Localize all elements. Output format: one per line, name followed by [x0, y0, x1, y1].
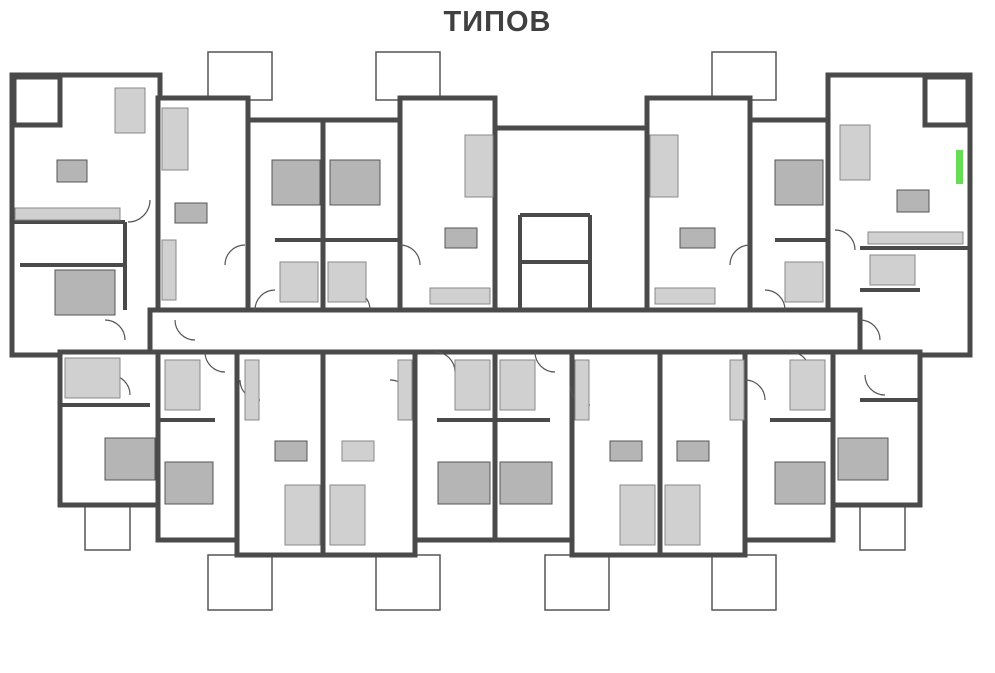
- bathroom-fixtures: [784, 261, 824, 303]
- bed: [499, 461, 553, 505]
- bathroom-fixtures: [789, 359, 826, 411]
- sofa: [664, 484, 701, 546]
- kitchen-counter: [729, 359, 745, 421]
- bed: [54, 269, 116, 316]
- bathroom-fixtures: [454, 359, 491, 411]
- dining-table: [609, 440, 643, 462]
- dining-table: [56, 159, 88, 183]
- bed: [164, 461, 214, 505]
- balconies: [84, 51, 906, 611]
- kitchen-counter: [14, 207, 121, 221]
- loggia-right: [922, 74, 971, 128]
- bathroom-fixtures: [64, 357, 121, 399]
- dining-table: [444, 227, 478, 249]
- dining-table: [174, 202, 208, 224]
- sofa: [839, 124, 871, 181]
- furniture: [14, 87, 964, 546]
- bed: [329, 159, 381, 206]
- bathroom-fixtures: [499, 359, 536, 411]
- dining-table: [341, 440, 375, 462]
- kitchen-counter: [574, 359, 590, 421]
- stair-core: [492, 125, 650, 313]
- sofa: [329, 484, 366, 546]
- bathroom-fixtures: [164, 359, 201, 411]
- loggia-left: [11, 74, 63, 128]
- kitchen-counter: [867, 231, 964, 245]
- corridor: [150, 310, 860, 352]
- bed: [774, 461, 826, 505]
- bathroom-fixtures: [869, 254, 916, 286]
- dining-table: [676, 440, 710, 462]
- kitchen-counter: [397, 359, 413, 421]
- sofa: [649, 134, 679, 198]
- bathroom-fixtures: [279, 261, 319, 303]
- bed: [837, 437, 889, 481]
- bed: [774, 159, 824, 206]
- green-marker: [956, 150, 963, 184]
- floor-plan-title: ТИПОВ: [443, 6, 552, 38]
- bed: [437, 461, 491, 505]
- bed: [104, 437, 156, 481]
- sofa: [619, 484, 656, 546]
- dining-table: [896, 189, 930, 213]
- kitchen-counter: [429, 287, 491, 305]
- dining-table: [274, 440, 308, 462]
- bed: [271, 159, 321, 206]
- dining-table: [679, 227, 716, 249]
- sofa: [284, 484, 321, 546]
- sofa: [161, 107, 189, 171]
- kitchen-counter: [244, 359, 260, 421]
- kitchen-counter: [161, 239, 177, 301]
- unit-top-3: [644, 95, 753, 313]
- unit-bottom-right-wing: [830, 349, 923, 508]
- kitchen-counter: [654, 287, 716, 305]
- sofa: [114, 87, 146, 134]
- unit-top-2: [397, 95, 498, 313]
- sofa: [464, 134, 494, 198]
- interior-walls: [12, 120, 970, 555]
- bathroom-fixtures: [327, 261, 367, 303]
